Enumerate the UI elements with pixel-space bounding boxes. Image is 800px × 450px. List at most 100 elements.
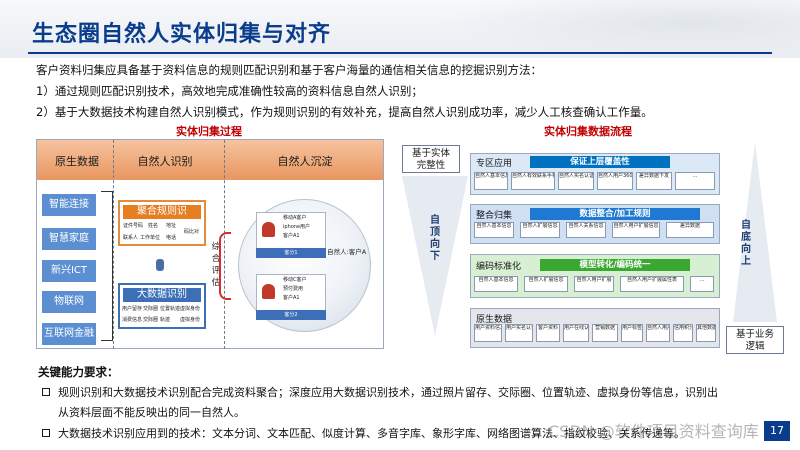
source-ict: 新兴ICT: [42, 260, 96, 282]
key-capabilities-title: 关键能力要求：: [38, 365, 119, 379]
chip: 自然人用户扩展: [574, 276, 614, 292]
source-fintech: 互联网金融: [42, 323, 96, 345]
bigdata-cell: 消费信息: [122, 317, 143, 323]
eval-char: 合: [211, 254, 221, 264]
entity-completeness-box: 基于实体 完整性: [402, 145, 460, 173]
card1-line: 客户A1: [283, 233, 300, 239]
chip: 客户资料: [536, 324, 560, 342]
person-icon: [262, 284, 275, 299]
rule-cell: 地址: [166, 223, 177, 229]
layer-app-title: 专区应用: [476, 159, 513, 169]
chip: 自然人基本信息: [474, 276, 518, 292]
chip: 自然人扩展信息: [524, 276, 568, 292]
col-header-identification: 自然人识别: [137, 155, 193, 168]
col-separator-1: [113, 140, 114, 349]
bigdata-cell: 交际圈: [143, 317, 159, 323]
chip: 自然人用户360信息: [597, 172, 633, 190]
bullet-1-line-2: 从资料层面不能反映出的同一自然人。: [58, 406, 245, 419]
rule-cell: 证件号码: [123, 223, 144, 229]
rule-cell: 电话: [166, 235, 177, 241]
bigdata-cell: 轨迹: [160, 317, 171, 323]
bottom-up-label: 自底向上: [741, 220, 751, 267]
bigdata-title: 大数据识别: [123, 288, 201, 302]
bigdata-cell: 虚拟身份: [180, 317, 201, 323]
chip: 用户资料信息: [474, 324, 502, 342]
person-icon: [262, 222, 275, 237]
col-header-settlement: 自然人沉淀: [277, 155, 333, 168]
chip: 差异数据: [666, 222, 714, 238]
layer-integration-title: 整合归集: [476, 211, 513, 221]
bigdata-cell: 交际圈: [143, 306, 159, 312]
bigdata-cell: 用户留存: [122, 306, 143, 312]
left-diagram-title: 实体归集过程: [176, 125, 242, 138]
card1-line: iphone用户: [283, 224, 311, 230]
col-separator-2: [224, 140, 225, 349]
card1-line: 移动A客户: [283, 215, 307, 221]
source-bracket: [101, 191, 113, 341]
header-world-map: [440, 0, 800, 58]
chip: 自然人用户扩展信息: [612, 222, 660, 238]
eval-char: 综: [211, 242, 221, 252]
bullet-2: 大数据技术识别应用到的技术：文本分词、文本匹配、似度计算、多音字库、象形字库、网…: [58, 427, 685, 440]
col-header-raw-data: 原生数据: [55, 155, 99, 168]
bullet-square: [42, 429, 50, 437]
business-logic-box: 基于业务 逻辑: [726, 326, 784, 354]
chip: 信用积分: [673, 324, 693, 342]
layer-integration-bar: 数据整合/加工规则: [530, 208, 700, 220]
page-title: 生态圈自然人实体归集与对齐: [32, 22, 332, 47]
chip: ...: [690, 276, 714, 292]
card2-line: 客户A1: [283, 295, 300, 301]
source-smart-connect: 智能连接: [42, 194, 96, 216]
red-brace: [219, 232, 231, 300]
chip: 营销数据: [592, 324, 618, 342]
chip: 自然人关系信息: [566, 222, 606, 238]
left-diagram-header: [37, 140, 383, 180]
bullet-square: [42, 388, 50, 396]
bullet-1-line-1: 规则识别和大数据技术识别配合完成资料聚合；深度应用大数据识别技术，通过照片留存、…: [58, 386, 718, 399]
chip: 自然人有效联系手机号: [511, 172, 555, 190]
layer-app-bar: 保证上层覆盖性: [530, 156, 670, 168]
chip: 自然人实名认证信息: [558, 172, 594, 190]
rule-cell: 码比对: [184, 229, 200, 235]
bigdata-cell: 虚拟身份: [180, 306, 201, 312]
rule-cell: 联系人: [123, 235, 139, 241]
chip: 自然人用户扩展: [646, 324, 670, 342]
intro-line-3: 2）基于大数据技术构建自然人识别模式，作为规则识别的有效补充，提高自然人识别成功…: [36, 105, 653, 119]
watermark: CSDN @软件项目资料查询库: [548, 422, 759, 441]
rule-match-title: 聚合规则识: [123, 205, 201, 219]
eval-char: 评: [211, 266, 221, 276]
bigdata-cell: 位置轨迹: [160, 306, 181, 312]
card2-line: 预付费用: [283, 286, 304, 292]
source-smart-home: 智慧家庭: [42, 228, 96, 250]
card1-footer: 客分1: [256, 248, 326, 258]
chip: 用户标签: [621, 324, 643, 342]
layer-raw-title: 原生数据: [476, 315, 513, 325]
natural-person-label: 自然人:客户A: [327, 248, 367, 256]
chip: 用户在线认证: [563, 324, 589, 342]
rule-cell: 姓名: [148, 223, 159, 229]
title-divider: [28, 52, 772, 54]
up-arrow-shape: [733, 142, 777, 322]
card2-footer: 客分2: [256, 310, 326, 320]
down-arrow-shape: [402, 176, 468, 336]
top-down-label: 自顶向下: [430, 215, 440, 262]
intro-line-2: 1）通过规则匹配识别技术，高效地完成准确性较高的资料信息自然人识别；: [36, 84, 423, 98]
chip: 自然人基本信息: [474, 172, 508, 190]
layer-encoding-bar: 模型转化/编码统一: [540, 259, 690, 271]
chip: 其他数据: [696, 324, 716, 342]
chip: 自然人扩展信息: [520, 222, 560, 238]
page-number: 17: [764, 421, 790, 441]
layer-encoding-title: 编码标准化: [476, 262, 522, 272]
card2-line: 移动C客户: [283, 277, 307, 283]
database-icon: [156, 259, 164, 271]
chip: 自然人用户扩展属性表: [620, 276, 684, 292]
eval-char: 估: [211, 278, 221, 288]
rule-cell: 工作单位: [140, 235, 161, 241]
right-diagram-title: 实体归集数据流程: [544, 125, 632, 138]
chip: 差异数据下发: [636, 172, 672, 190]
intro-line-1: 客户资料归集应具备基于资料信息的规则匹配识别和基于客户海量的通信相关信息的挖掘识…: [36, 63, 542, 77]
chip: 自然人基本信息: [474, 222, 514, 238]
chip: ...: [675, 172, 715, 190]
source-iot: 物联网: [42, 291, 96, 313]
